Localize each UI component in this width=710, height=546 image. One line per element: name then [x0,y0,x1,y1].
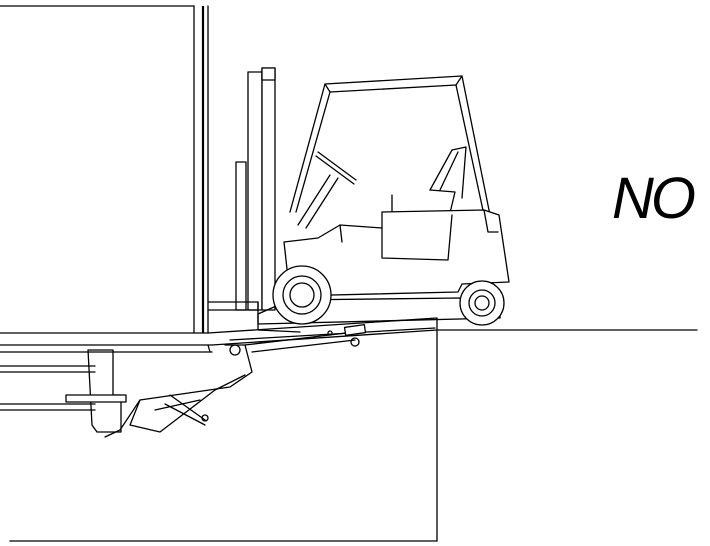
forklift [207,67,510,333]
trailer [0,5,213,433]
dock-leveler [104,317,438,438]
verdict-label: NO [612,166,696,231]
loading-dock [9,329,698,542]
